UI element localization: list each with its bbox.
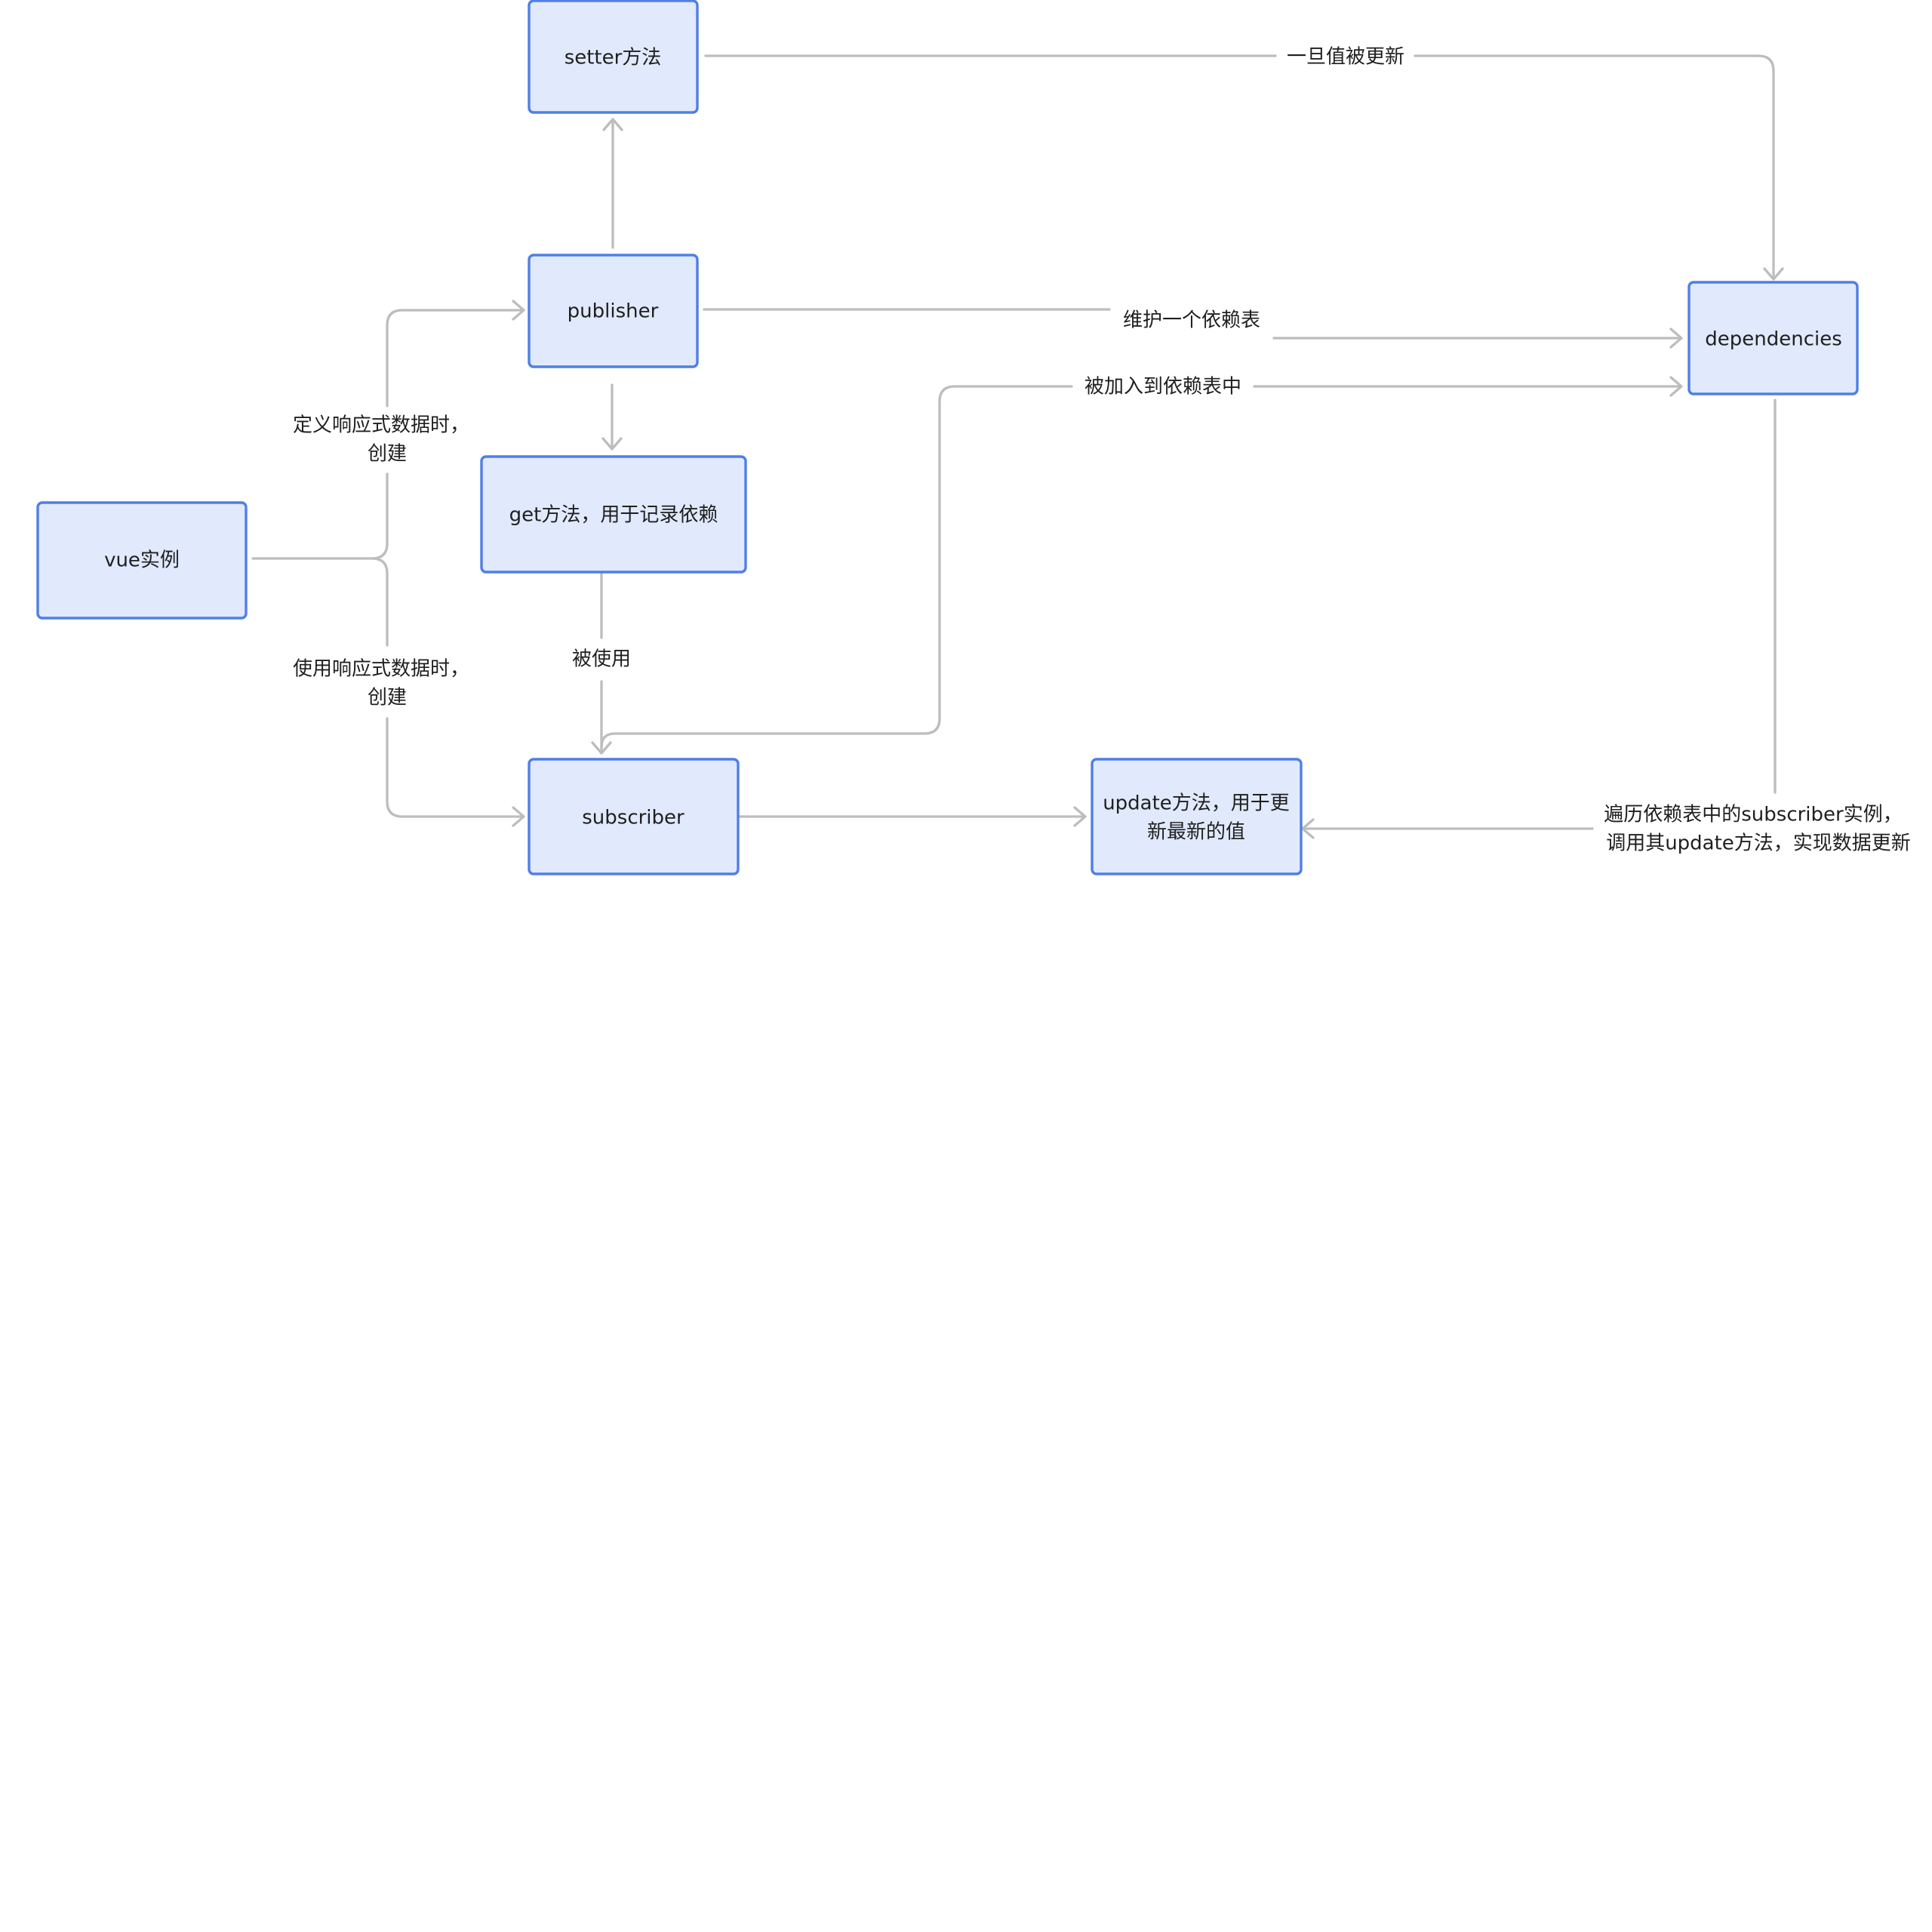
svg-text:维护一个依赖表: 维护一个依赖表 <box>1123 309 1260 332</box>
label-added-to-table: 被加入到依赖表中 <box>1084 376 1241 398</box>
edge-publisher-to-dependencies <box>703 308 1683 349</box>
node-subscriber[interactable]: subscriber <box>528 758 740 875</box>
svg-text:调用其update方法，实现数据更新: 调用其update方法，实现数据更新 <box>1606 832 1911 855</box>
svg-text:遍历依赖表中的subscriber实例，: 遍历依赖表中的subscriber实例， <box>1604 804 1902 826</box>
label-define-create: 定义响应式数据时， 创建 <box>293 414 469 466</box>
svg-text:创建: 创建 <box>368 443 407 466</box>
edge-vue-to-subscriber <box>371 557 525 827</box>
svg-text:update方法，用于更: update方法，用于更 <box>1103 792 1290 815</box>
edge-dependencies-to-update <box>1301 398 1777 839</box>
edge-publisher-to-setter <box>602 118 623 249</box>
svg-text:dependencies: dependencies <box>1705 328 1842 351</box>
edge-subscriber-to-update <box>738 806 1087 827</box>
label-used: 被使用 <box>572 648 631 671</box>
label-traverse: 遍历依赖表中的subscriber实例， 调用其update方法，实现数据更新 <box>1604 804 1911 855</box>
svg-text:被加入到依赖表中: 被加入到依赖表中 <box>1084 376 1241 398</box>
svg-text:publisher: publisher <box>568 300 659 323</box>
svg-text:get方法，用于记录依赖: get方法，用于记录依赖 <box>509 504 718 527</box>
node-dependencies[interactable]: dependencies <box>1687 281 1859 395</box>
label-maintain-table: 维护一个依赖表 <box>1123 309 1260 332</box>
label-once-updated: 一旦值被更新 <box>1287 46 1404 69</box>
svg-text:被使用: 被使用 <box>572 648 631 671</box>
label-use-create: 使用响应式数据时， 创建 <box>293 658 469 709</box>
node-vue-instance[interactable]: vue实例 <box>36 501 248 620</box>
svg-text:setter方法: setter方法 <box>565 47 662 69</box>
svg-text:一旦值被更新: 一旦值被更新 <box>1287 46 1404 69</box>
node-update-method[interactable]: update方法，用于更 新最新的值 <box>1091 758 1303 875</box>
svg-text:新最新的值: 新最新的值 <box>1147 821 1245 844</box>
node-setter-method[interactable]: setter方法 <box>528 0 699 114</box>
node-publisher[interactable]: publisher <box>528 254 699 368</box>
edge-subscriber-to-dependencies <box>600 376 1683 749</box>
node-get-method[interactable]: get方法，用于记录依赖 <box>480 455 747 574</box>
edge-get-to-subscriber <box>591 571 612 755</box>
svg-text:定义响应式数据时，: 定义响应式数据时， <box>293 414 469 437</box>
edge-publisher-to-get <box>601 383 623 451</box>
svg-text:使用响应式数据时，: 使用响应式数据时， <box>293 658 469 681</box>
edge-setter-to-dependencies <box>704 54 1784 281</box>
svg-text:创建: 创建 <box>368 687 407 709</box>
svg-text:subscriber: subscriber <box>582 807 685 829</box>
svg-text:vue实例: vue实例 <box>104 549 180 572</box>
